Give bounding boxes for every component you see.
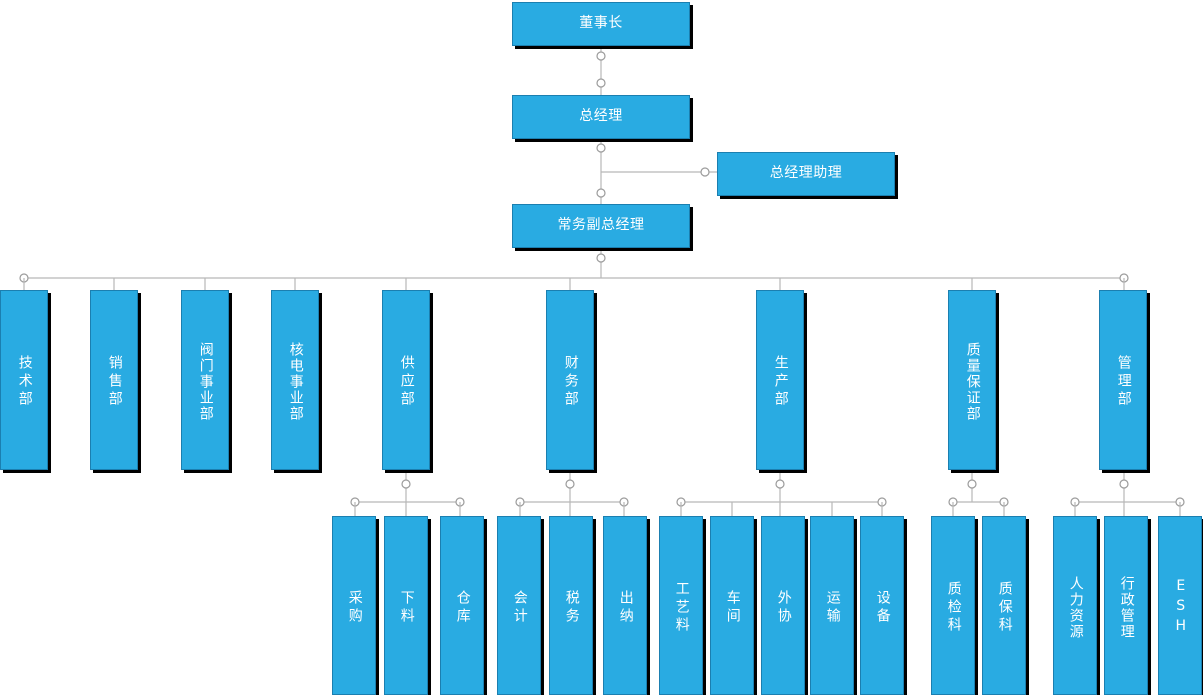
org-node-inspect[interactable]: 质检科 xyxy=(931,516,975,695)
connector-endpoint xyxy=(967,479,977,489)
org-node-cashier[interactable]: 出纳 xyxy=(603,516,647,695)
org-node-cutting[interactable]: 下料 xyxy=(384,516,428,695)
connector-endpoint xyxy=(596,188,606,198)
org-node-label: 财务部 xyxy=(562,355,579,409)
org-node-label: 核电事业部 xyxy=(287,342,304,422)
org-node-sales[interactable]: 销售部 xyxy=(90,290,138,470)
org-node-label: 工艺料 xyxy=(673,580,690,635)
connector-endpoint xyxy=(515,497,525,507)
connector-endpoint xyxy=(948,497,958,507)
org-node-label: 外协 xyxy=(775,589,792,626)
org-node-label: 质检科 xyxy=(945,580,962,635)
org-node-label: 车间 xyxy=(724,589,741,626)
org-node-label: 质保科 xyxy=(996,580,1013,635)
org-node-label: 下料 xyxy=(398,589,415,626)
org-node-deputy-gm[interactable]: 常务副总经理 xyxy=(512,204,690,248)
org-node-workshop[interactable]: 车间 xyxy=(710,516,754,695)
org-node-label: 销售部 xyxy=(106,355,123,409)
org-node-tech[interactable]: 技术部 xyxy=(0,290,48,470)
org-node-admin-mgmt[interactable]: 行政管理 xyxy=(1104,516,1148,695)
org-node-label: 采购 xyxy=(346,589,363,626)
connector-endpoint xyxy=(350,497,360,507)
org-node-label: 行政管理 xyxy=(1118,575,1135,640)
org-node-label: 总经理 xyxy=(579,108,623,125)
org-node-gm[interactable]: 总经理 xyxy=(512,95,690,139)
org-node-label: 税务 xyxy=(563,589,580,626)
org-node-label: 仓库 xyxy=(454,589,471,626)
connector-endpoint xyxy=(619,497,629,507)
org-node-warehouse[interactable]: 仓库 xyxy=(440,516,484,695)
connector-endpoint xyxy=(1070,497,1080,507)
connector-endpoint xyxy=(565,479,575,489)
connector-endpoint xyxy=(455,497,465,507)
org-node-chairman[interactable]: 董事长 xyxy=(512,2,690,46)
connector-endpoint xyxy=(1119,479,1129,489)
connector-endpoint xyxy=(877,497,887,507)
org-node-accounting[interactable]: 会计 xyxy=(497,516,541,695)
org-node-label: 出纳 xyxy=(617,589,634,626)
connector-endpoint xyxy=(596,51,606,61)
org-node-label: 阀门事业部 xyxy=(197,342,214,422)
org-node-finance[interactable]: 财务部 xyxy=(546,290,594,470)
org-node-label: 会计 xyxy=(511,589,528,626)
org-node-transport[interactable]: 运输 xyxy=(810,516,854,695)
org-node-quality[interactable]: 质量保证部 xyxy=(948,290,996,470)
org-node-admin[interactable]: 管理部 xyxy=(1099,290,1147,470)
org-node-label: 董事长 xyxy=(579,15,623,32)
connector-endpoint xyxy=(999,497,1009,507)
org-node-assure[interactable]: 质保科 xyxy=(982,516,1026,695)
connector-endpoint xyxy=(700,167,710,177)
org-node-label: 生产部 xyxy=(772,355,789,409)
org-node-label: ESH xyxy=(1172,577,1189,638)
org-node-label: 总经理助理 xyxy=(769,165,843,182)
org-node-hr[interactable]: 人力资源 xyxy=(1053,516,1097,695)
org-node-tax[interactable]: 税务 xyxy=(549,516,593,695)
org-node-label: 运输 xyxy=(824,589,841,626)
org-node-equipment[interactable]: 设备 xyxy=(860,516,904,695)
connector-endpoint xyxy=(676,497,686,507)
org-node-valve[interactable]: 阀门事业部 xyxy=(181,290,229,470)
org-node-gm-asst[interactable]: 总经理助理 xyxy=(717,152,895,196)
org-node-label: 供应部 xyxy=(398,355,415,409)
org-node-process[interactable]: 工艺料 xyxy=(659,516,703,695)
org-node-label: 人力资源 xyxy=(1067,575,1084,640)
connector-endpoint xyxy=(775,479,785,489)
connector-endpoint xyxy=(19,273,29,283)
org-node-purchase[interactable]: 采购 xyxy=(332,516,376,695)
org-node-esh[interactable]: ESH xyxy=(1158,516,1202,695)
connector-endpoint xyxy=(596,78,606,88)
org-node-production[interactable]: 生产部 xyxy=(756,290,804,470)
org-node-nuclear[interactable]: 核电事业部 xyxy=(271,290,319,470)
org-node-label: 设备 xyxy=(874,589,891,626)
org-node-label: 常务副总经理 xyxy=(557,217,645,234)
org-node-outsource[interactable]: 外协 xyxy=(761,516,805,695)
org-node-label: 管理部 xyxy=(1115,355,1132,409)
org-node-supply[interactable]: 供应部 xyxy=(382,290,430,470)
connector-endpoint xyxy=(596,253,606,263)
connector-endpoint xyxy=(596,143,606,153)
org-node-label: 技术部 xyxy=(16,355,33,409)
org-node-label: 质量保证部 xyxy=(964,342,981,422)
connector-endpoint xyxy=(401,479,411,489)
connector-endpoint xyxy=(1119,273,1129,283)
connector-endpoint xyxy=(1175,497,1185,507)
